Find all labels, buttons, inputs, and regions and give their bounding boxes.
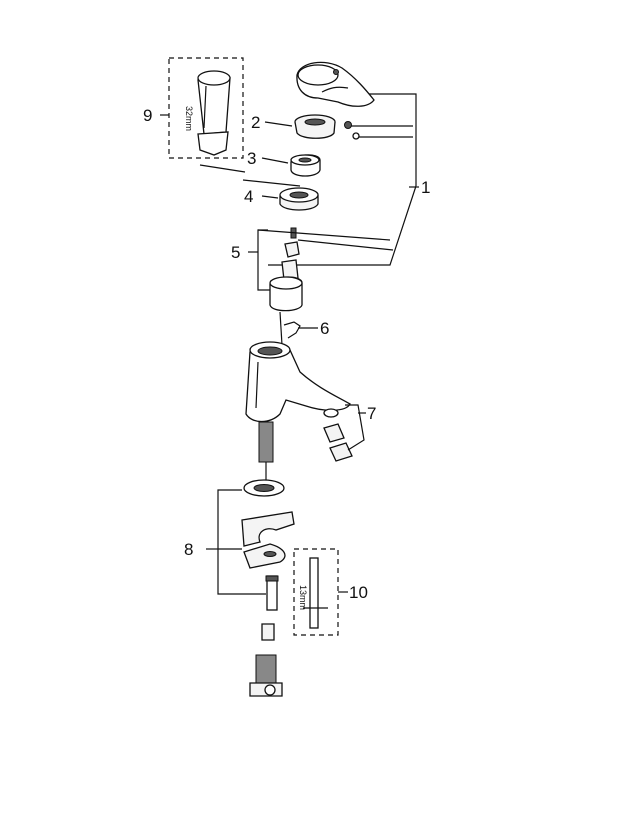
aerator-insert xyxy=(323,423,345,443)
cover-hole xyxy=(304,118,326,126)
callout-1: 1 xyxy=(421,178,430,197)
faucet-highlight xyxy=(255,361,259,409)
cover-side xyxy=(294,121,336,139)
mount-cap-nut xyxy=(261,623,275,641)
part-7-aerator xyxy=(323,408,353,462)
mount-fork xyxy=(243,543,286,569)
lever-handle-detail xyxy=(321,86,349,93)
spindle-adapter xyxy=(284,241,300,258)
leader-4 xyxy=(261,195,279,199)
bracket-1 xyxy=(199,93,419,266)
part-4-nut xyxy=(279,187,319,211)
bracket-7 xyxy=(345,404,365,451)
key-dashed-box xyxy=(293,548,339,636)
part-2-cover xyxy=(294,114,336,139)
part-3-ring xyxy=(290,154,321,177)
callout-7: 7 xyxy=(367,404,376,423)
bracket-1-top xyxy=(356,93,417,186)
leader-2 xyxy=(264,121,293,127)
cartridge xyxy=(269,259,303,312)
wrench-dashed-box xyxy=(168,57,244,159)
callout-4: 4 xyxy=(244,187,253,206)
mount-rod-nut xyxy=(265,575,279,582)
bracket-1-h4 xyxy=(199,164,246,173)
part-8-mounting-set xyxy=(241,479,295,641)
lever-indicator xyxy=(333,69,339,75)
lever-handle xyxy=(296,61,375,107)
aerator-washer xyxy=(323,408,339,418)
supply-hose-upper xyxy=(258,421,274,463)
hose-end-nut xyxy=(264,684,276,696)
cartridge-top xyxy=(269,276,303,290)
callout-8: 8 xyxy=(184,540,193,559)
bracket-1-h5 xyxy=(242,179,301,187)
mount-gasket-hole xyxy=(253,484,275,492)
part-6-clip xyxy=(283,321,301,339)
wrench-hex xyxy=(197,131,229,156)
callout-3: 3 xyxy=(247,149,256,168)
bracket-1-lower xyxy=(268,185,417,266)
wrench-size-label: 32mm xyxy=(184,106,194,131)
wrench-top xyxy=(197,70,231,86)
tool-13mm-key: 13mm xyxy=(293,548,339,636)
set-screw xyxy=(344,121,352,129)
callout-6: 6 xyxy=(320,319,329,338)
faucet-inner xyxy=(257,346,283,356)
bracket-5-top xyxy=(257,229,391,241)
aerator-housing xyxy=(329,442,353,462)
faucet-body xyxy=(245,341,351,423)
callout-2: 2 xyxy=(251,113,260,132)
bracket-8 xyxy=(217,489,266,595)
key-shaft xyxy=(309,557,319,629)
mount-plate xyxy=(241,511,295,547)
ring-hole xyxy=(298,157,312,163)
screw-cap xyxy=(352,132,360,140)
supply-hose-lower xyxy=(255,654,277,684)
tool-32mm-wrench: 32mm xyxy=(168,57,244,159)
key-size-label: 13mm xyxy=(298,585,308,610)
axis-cartridge-body xyxy=(279,311,283,346)
mount-fork-hole xyxy=(263,551,277,557)
bracket-1-h3 xyxy=(297,239,394,251)
wrench-body xyxy=(197,77,231,135)
nut-hole xyxy=(289,191,309,199)
callout-5: 5 xyxy=(231,243,240,262)
callout-10: 10 xyxy=(349,583,368,602)
wrench-line xyxy=(203,85,207,129)
callout-9: 9 xyxy=(143,106,152,125)
leader-3 xyxy=(261,157,289,164)
bracket-5 xyxy=(257,229,270,291)
lever-handle-cap xyxy=(297,64,339,86)
